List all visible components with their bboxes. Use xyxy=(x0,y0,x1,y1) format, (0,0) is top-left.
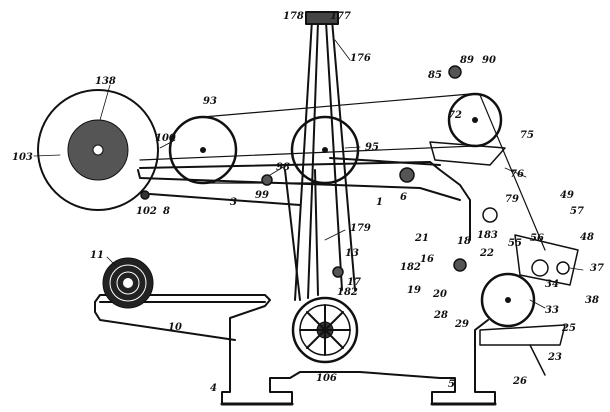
label-100: 100 xyxy=(155,133,176,144)
label-76: 76 xyxy=(510,169,524,180)
vertical-arm xyxy=(284,11,356,301)
label-25: 25 xyxy=(561,323,576,334)
label-19: 19 xyxy=(407,285,421,296)
handwheel xyxy=(291,296,359,364)
label-56: 56 xyxy=(530,233,544,244)
label-3: 3 xyxy=(230,197,237,208)
label-10: 10 xyxy=(168,322,182,333)
label-75: 75 xyxy=(520,130,534,141)
label-55: 55 xyxy=(508,238,522,249)
small-parts xyxy=(140,65,579,376)
label-179: 179 xyxy=(350,223,371,234)
label-5: 5 xyxy=(448,379,455,390)
label-18: 18 xyxy=(457,236,471,247)
label-102: 102 xyxy=(136,206,157,217)
label-1: 1 xyxy=(376,197,383,208)
label-48: 48 xyxy=(580,232,594,243)
label-6: 6 xyxy=(400,192,407,203)
label-93: 93 xyxy=(203,96,217,107)
label-103: 103 xyxy=(12,152,33,163)
label-4: 4 xyxy=(210,383,217,394)
spring-coil xyxy=(102,257,154,309)
leader-lines xyxy=(33,39,584,309)
label-79: 79 xyxy=(505,194,519,205)
label-20: 20 xyxy=(432,289,447,300)
label-182-a: 182 xyxy=(400,262,421,273)
label-11: 11 xyxy=(90,250,104,261)
roller-93 xyxy=(168,115,238,185)
label-16: 16 xyxy=(420,254,434,265)
label-90: 90 xyxy=(482,55,496,66)
label-8: 8 xyxy=(163,206,170,217)
label-37: 37 xyxy=(590,263,604,274)
label-49: 49 xyxy=(560,190,574,201)
label-34: 34 xyxy=(545,279,559,290)
label-176: 176 xyxy=(350,53,371,64)
label-138: 138 xyxy=(95,76,116,87)
label-29: 29 xyxy=(454,319,469,330)
label-17: 17 xyxy=(347,277,361,288)
label-22: 22 xyxy=(479,248,494,259)
label-21: 21 xyxy=(414,233,429,244)
label-13: 13 xyxy=(345,248,359,259)
label-28: 28 xyxy=(433,310,448,321)
label-26: 26 xyxy=(512,376,527,387)
label-57: 57 xyxy=(570,206,584,217)
label-177: 177 xyxy=(330,11,351,22)
label-89: 89 xyxy=(460,55,474,66)
label-38: 38 xyxy=(585,295,599,306)
label-23: 23 xyxy=(547,352,562,363)
label-72: 72 xyxy=(448,110,462,121)
reference-labels: 178 177 176 89 90 85 138 93 95 72 75 103… xyxy=(12,11,604,394)
label-178: 178 xyxy=(283,11,304,22)
label-99: 99 xyxy=(255,190,269,201)
supply-roll xyxy=(37,89,159,211)
label-182-b: 182 xyxy=(337,287,358,298)
label-95: 95 xyxy=(365,142,379,153)
roller-33 xyxy=(480,272,536,328)
side-frame xyxy=(137,157,471,241)
label-106: 106 xyxy=(316,373,337,384)
label-33: 33 xyxy=(545,305,559,316)
label-85: 85 xyxy=(428,70,442,81)
label-183: 183 xyxy=(477,230,498,241)
